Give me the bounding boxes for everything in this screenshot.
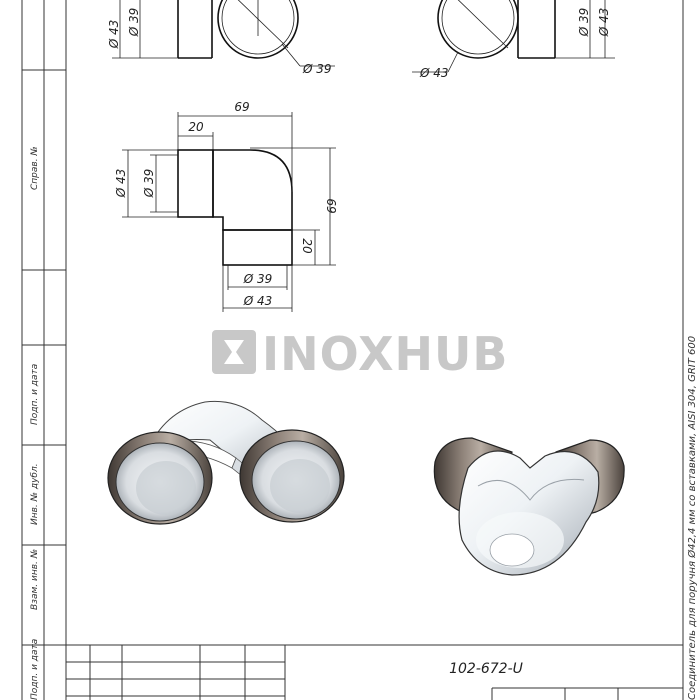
left-margin-strip [21,0,67,700]
dim-front-inner-left: Ø 39 [142,169,156,199]
label-podp-data-1: Подп. и дата [30,364,40,425]
dim-front-outer-bottom: Ø 43 [243,294,273,308]
product-title: Соединитель для поручня Ø42,4 мм со вста… [686,336,698,700]
drawing-number: 102-672-U [449,661,523,677]
render-elbow-left [107,400,345,525]
label-inv-dubl: Инв. № дубл. [30,463,40,525]
top-right-view [412,0,615,73]
dim-front-insert-v: 20 [300,238,314,254]
top-left-view [112,0,335,67]
watermark-logo [212,330,256,374]
dim-top-left-inner: Ø 39 [127,8,141,38]
dim-front-insert-h: 20 [188,120,204,134]
dim-top-left-outer: Ø 43 [107,20,121,50]
title-block [66,644,683,700]
dim-front-outer-left: Ø 43 [114,169,128,199]
dim-front-width: 69 [234,100,249,114]
label-sprav: Справ. № [30,146,40,190]
label-podp-data-2: Подп. и дата [30,639,40,700]
render-elbow-right [433,437,625,576]
watermark-text: INOXHUB [262,327,508,381]
front-view [122,112,336,312]
dim-top-right-inner: Ø 39 [577,8,591,38]
dim-top-left-callout: Ø 39 [302,62,332,76]
dim-front-height: 69 [324,198,338,213]
dim-top-right-outer: Ø 43 [597,8,611,38]
dim-front-inner-bottom: Ø 39 [243,272,273,286]
dim-top-right-callout: Ø 43 [419,66,449,80]
label-vzam-inv: Взам. инв. № [30,549,40,610]
